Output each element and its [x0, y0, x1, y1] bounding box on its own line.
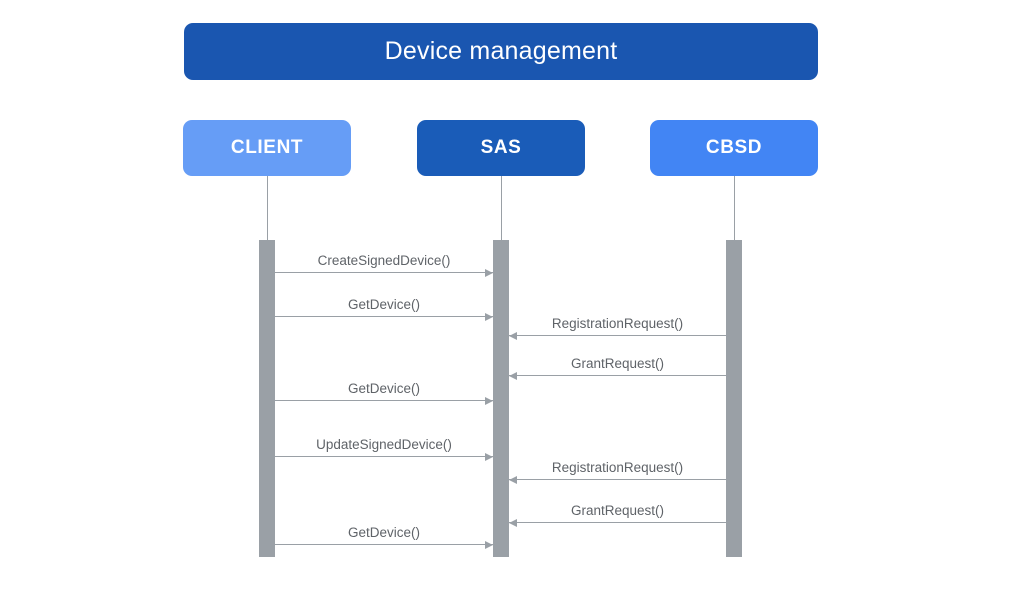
message-label: GetDevice(): [347, 296, 420, 312]
participant-label-cbsd: CBSD: [705, 137, 763, 158]
message-line: [275, 400, 493, 401]
diagram-title-banner: Device management: [184, 23, 818, 80]
message-label: CreateSignedDevice(): [317, 252, 451, 268]
arrow-head-right-icon: [485, 268, 493, 277]
message-line: [509, 522, 726, 523]
activation-bar-client: [259, 240, 275, 557]
lifeline-cbsd: [734, 176, 735, 240]
participant-client[interactable]: CLIENT: [183, 120, 351, 176]
arrow-head-right-icon: [485, 396, 493, 405]
arrow-head-right-icon: [485, 312, 493, 321]
message-line: [275, 272, 493, 273]
activation-bar-sas: [493, 240, 509, 557]
arrow-head-left-icon: [509, 518, 517, 527]
message-line: [509, 375, 726, 376]
message-line: [275, 456, 493, 457]
message-label: GrantRequest(): [570, 502, 665, 518]
arrow-head-left-icon: [509, 371, 517, 380]
participant-sas[interactable]: SAS: [417, 120, 585, 176]
message-line: [275, 544, 493, 545]
message-label: RegistrationRequest(): [551, 459, 684, 475]
message-label: UpdateSignedDevice(): [316, 436, 452, 452]
message-label: RegistrationRequest(): [551, 315, 684, 331]
message-label: GrantRequest(): [570, 355, 665, 371]
lifeline-sas: [501, 176, 502, 240]
participant-label-client: CLIENT: [230, 137, 304, 158]
arrow-head-left-icon: [509, 331, 517, 340]
arrow-head-right-icon: [485, 540, 493, 549]
message-line: [509, 479, 726, 480]
participant-label-sas: SAS: [480, 137, 522, 158]
participant-cbsd[interactable]: CBSD: [650, 120, 818, 176]
arrow-head-right-icon: [485, 452, 493, 461]
message-label: GetDevice(): [347, 524, 420, 540]
arrow-head-left-icon: [509, 475, 517, 484]
message-line: [509, 335, 726, 336]
page-title: Device management: [384, 37, 618, 65]
message-line: [275, 316, 493, 317]
lifeline-client: [267, 176, 268, 240]
message-label: GetDevice(): [347, 380, 420, 396]
activation-bar-cbsd: [726, 240, 742, 557]
